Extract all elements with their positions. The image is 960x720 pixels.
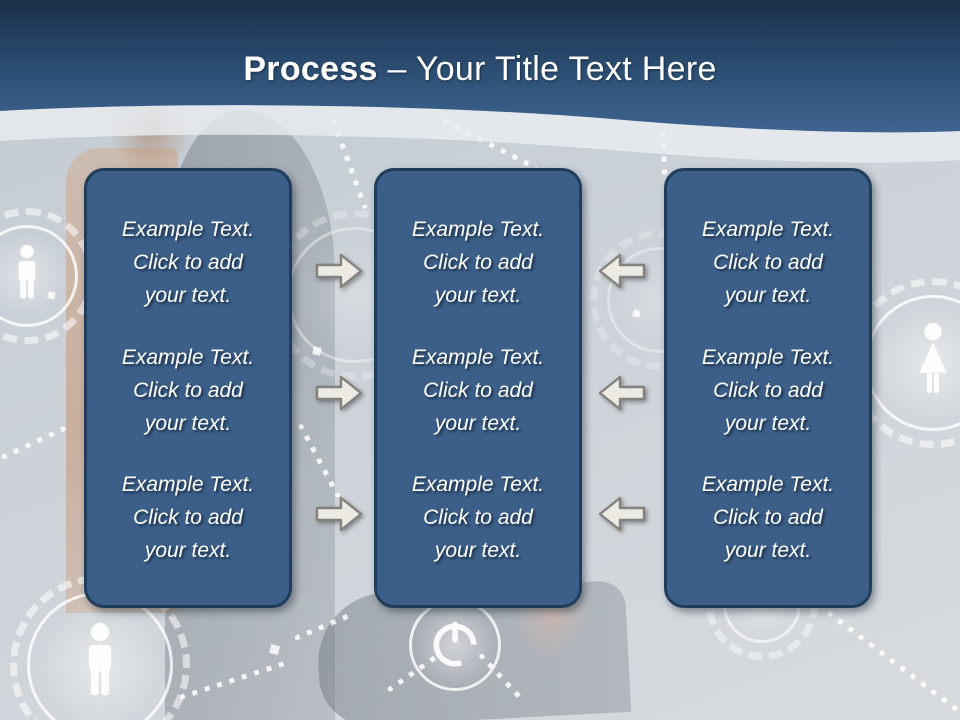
arrow-left-icon	[598, 253, 646, 289]
dashed-line	[826, 610, 960, 720]
text-placeholder[interactable]: Example Text. Click to add your text.	[121, 218, 255, 307]
process-box-right[interactable]: Example Text. Click to add your text. Ex…	[664, 168, 872, 608]
text-placeholder[interactable]: Example Text. Click to add your text.	[701, 345, 835, 435]
arrow-right-icon	[315, 375, 363, 411]
process-box-left[interactable]: Example Text. Click to add your text. Ex…	[84, 168, 292, 608]
hud-circle-power	[403, 593, 507, 697]
arrow-left-icon	[598, 375, 646, 411]
arrow-left-icon	[598, 496, 646, 532]
header-wave	[0, 0, 960, 163]
text-placeholder[interactable]: Example Text. Click to add your text.	[411, 218, 545, 307]
arrow-right-icon	[315, 496, 363, 532]
hud-circle-left	[0, 208, 95, 344]
dashed-line	[0, 425, 67, 460]
male-figure-icon	[18, 244, 36, 299]
arrow-right-icon	[315, 253, 363, 289]
title-keyword: Process	[243, 50, 378, 88]
male-figure-icon	[88, 623, 112, 696]
process-box-center[interactable]: Example Text. Click to add your text. Ex…	[374, 168, 582, 608]
female-figure-icon	[919, 322, 947, 394]
text-placeholder[interactable]: Example Text. Click to add your text.	[701, 473, 835, 562]
power-icon	[433, 621, 477, 667]
text-placeholder[interactable]: Example Text. Click to add your text.	[411, 473, 545, 562]
text-placeholder[interactable]: Example Text. Click to add your text.	[121, 345, 255, 435]
text-placeholder[interactable]: Example Text. Click to add your text.	[121, 473, 255, 562]
text-placeholder[interactable]: Example Text. Click to add your text.	[701, 218, 835, 307]
slide-title: Process – Your Title Text Here	[0, 50, 960, 89]
text-placeholder[interactable]: Example Text. Click to add your text.	[411, 345, 545, 435]
title-subtitle: – Your Title Text Here	[387, 50, 717, 88]
